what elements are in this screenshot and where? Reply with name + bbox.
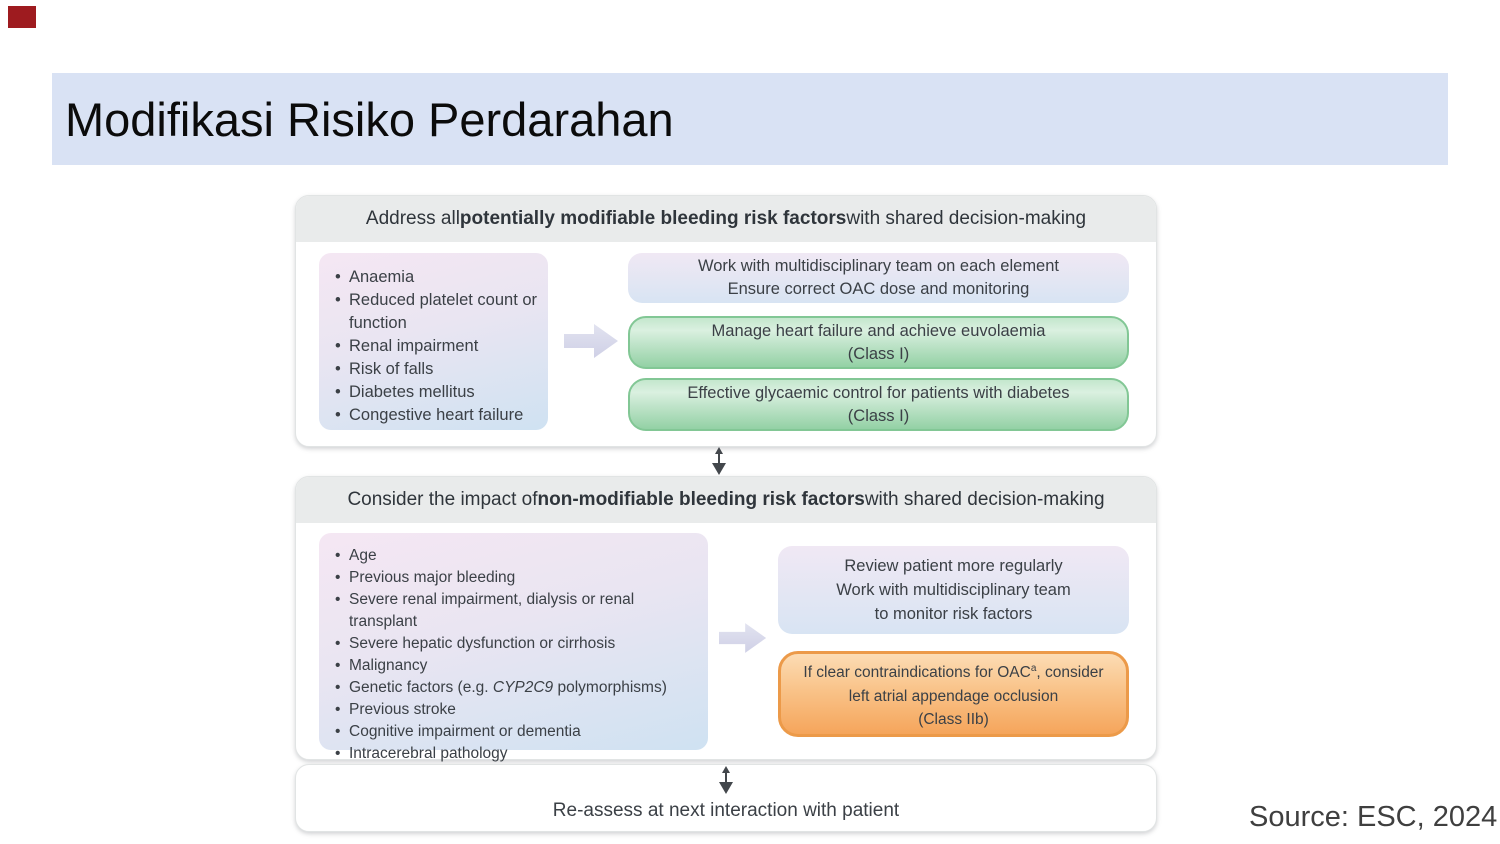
section-modifiable-panel: Address all potentially modifiable bleed… — [295, 195, 1157, 447]
risk-factor-item: Congestive heart failure — [333, 404, 540, 427]
action-box-line: If clear contraindications for OACa, con… — [803, 663, 1104, 682]
action-box-line: Ensure correct OAC dose and monitoring — [727, 280, 1030, 298]
action-box-line: Work with multidisciplinary team on each… — [697, 257, 1059, 275]
block-arrow-right-icon — [564, 324, 618, 358]
action-box-laao: If clear contraindications for OACa, con… — [778, 651, 1129, 737]
action-box-line: Work with multidisciplinary team — [836, 581, 1071, 599]
risk-factor-item: Diabetes mellitus — [333, 381, 540, 404]
header-text-pre: Consider the impact of — [347, 489, 538, 510]
non-modifiable-risk-factor-box: AgePrevious major bleedingSevere renal i… — [319, 533, 708, 765]
vertical-double-arrow-icon — [719, 766, 733, 794]
section-modifiable-header: Address all potentially modifiable bleed… — [296, 196, 1156, 242]
modifiable-risk-factor-list: AnaemiaReduced platelet count or functio… — [333, 266, 540, 427]
action-box-team: Work with multidisciplinary team on each… — [628, 253, 1129, 303]
risk-factor-item: Previous stroke — [333, 699, 702, 721]
action-box-line: (Class IIb) — [918, 710, 989, 728]
action-box-line: to monitor risk factors — [874, 605, 1033, 623]
header-text-bold: non-modifiable bleeding risk factors — [537, 489, 865, 510]
slide-title-bar: Modifikasi Risiko Perdarahan — [52, 73, 1448, 165]
risk-factor-item: Severe renal impairment, dialysis or ren… — [333, 589, 702, 633]
reassess-label: Re-assess at next interaction with patie… — [552, 800, 900, 821]
header-text-bold: potentially modifiable bleeding risk fac… — [459, 208, 847, 229]
risk-factor-item: Previous major bleeding — [333, 567, 702, 589]
risk-factor-item: Anaemia — [333, 266, 540, 289]
action-box-line: Effective glycaemic control for patients… — [687, 383, 1070, 402]
slide-accent-mark — [8, 6, 36, 28]
action-box-glycaemic: Effective glycaemic control for patients… — [628, 378, 1129, 431]
section-non-modifiable-header: Consider the impact of non-modifiable bl… — [296, 477, 1156, 523]
action-box-line: (Class I) — [847, 344, 910, 363]
risk-factor-item: Risk of falls — [333, 358, 540, 381]
source-credit: Source: ESC, 2024 — [1249, 801, 1498, 833]
vertical-double-arrow-icon — [712, 447, 726, 475]
section-non-modifiable-panel: Consider the impact of non-modifiable bl… — [295, 476, 1157, 765]
header-text-post: with shared decision-making — [846, 208, 1087, 229]
action-box-heart-failure: Manage heart failure and achieve euvolae… — [628, 316, 1129, 369]
action-box-line: Review patient more regularly — [844, 557, 1063, 575]
risk-factor-item: Malignancy — [333, 655, 702, 677]
action-box-line: Manage heart failure and achieve euvolae… — [711, 321, 1046, 340]
risk-factor-item: Renal impairment — [333, 335, 540, 358]
risk-factor-item: Age — [333, 545, 702, 567]
header-text-pre: Address all — [365, 208, 460, 229]
risk-factor-item: Severe hepatic dysfunction or cirrhosis — [333, 633, 702, 655]
modifiable-risk-factor-box: AnaemiaReduced platelet count or functio… — [319, 253, 548, 430]
risk-factor-item: Intracerebral pathology — [333, 743, 702, 765]
non-modifiable-risk-factor-list: AgePrevious major bleedingSevere renal i… — [333, 545, 702, 765]
header-text-post: with shared decision-making — [864, 489, 1105, 510]
risk-factor-item: Reduced platelet count or function — [333, 289, 540, 335]
action-box-line: left atrial appendage occlusion — [848, 687, 1059, 705]
block-arrow-right-icon — [719, 623, 767, 653]
risk-factor-item: Genetic factors (e.g. CYP2C9 polymorphis… — [333, 677, 702, 699]
page-title: Modifikasi Risiko Perdarahan — [65, 92, 674, 146]
reassess-box: Re-assess at next interaction with patie… — [295, 764, 1157, 832]
risk-factor-item: Cognitive impairment or dementia — [333, 721, 702, 743]
action-box-line: (Class I) — [847, 406, 910, 425]
